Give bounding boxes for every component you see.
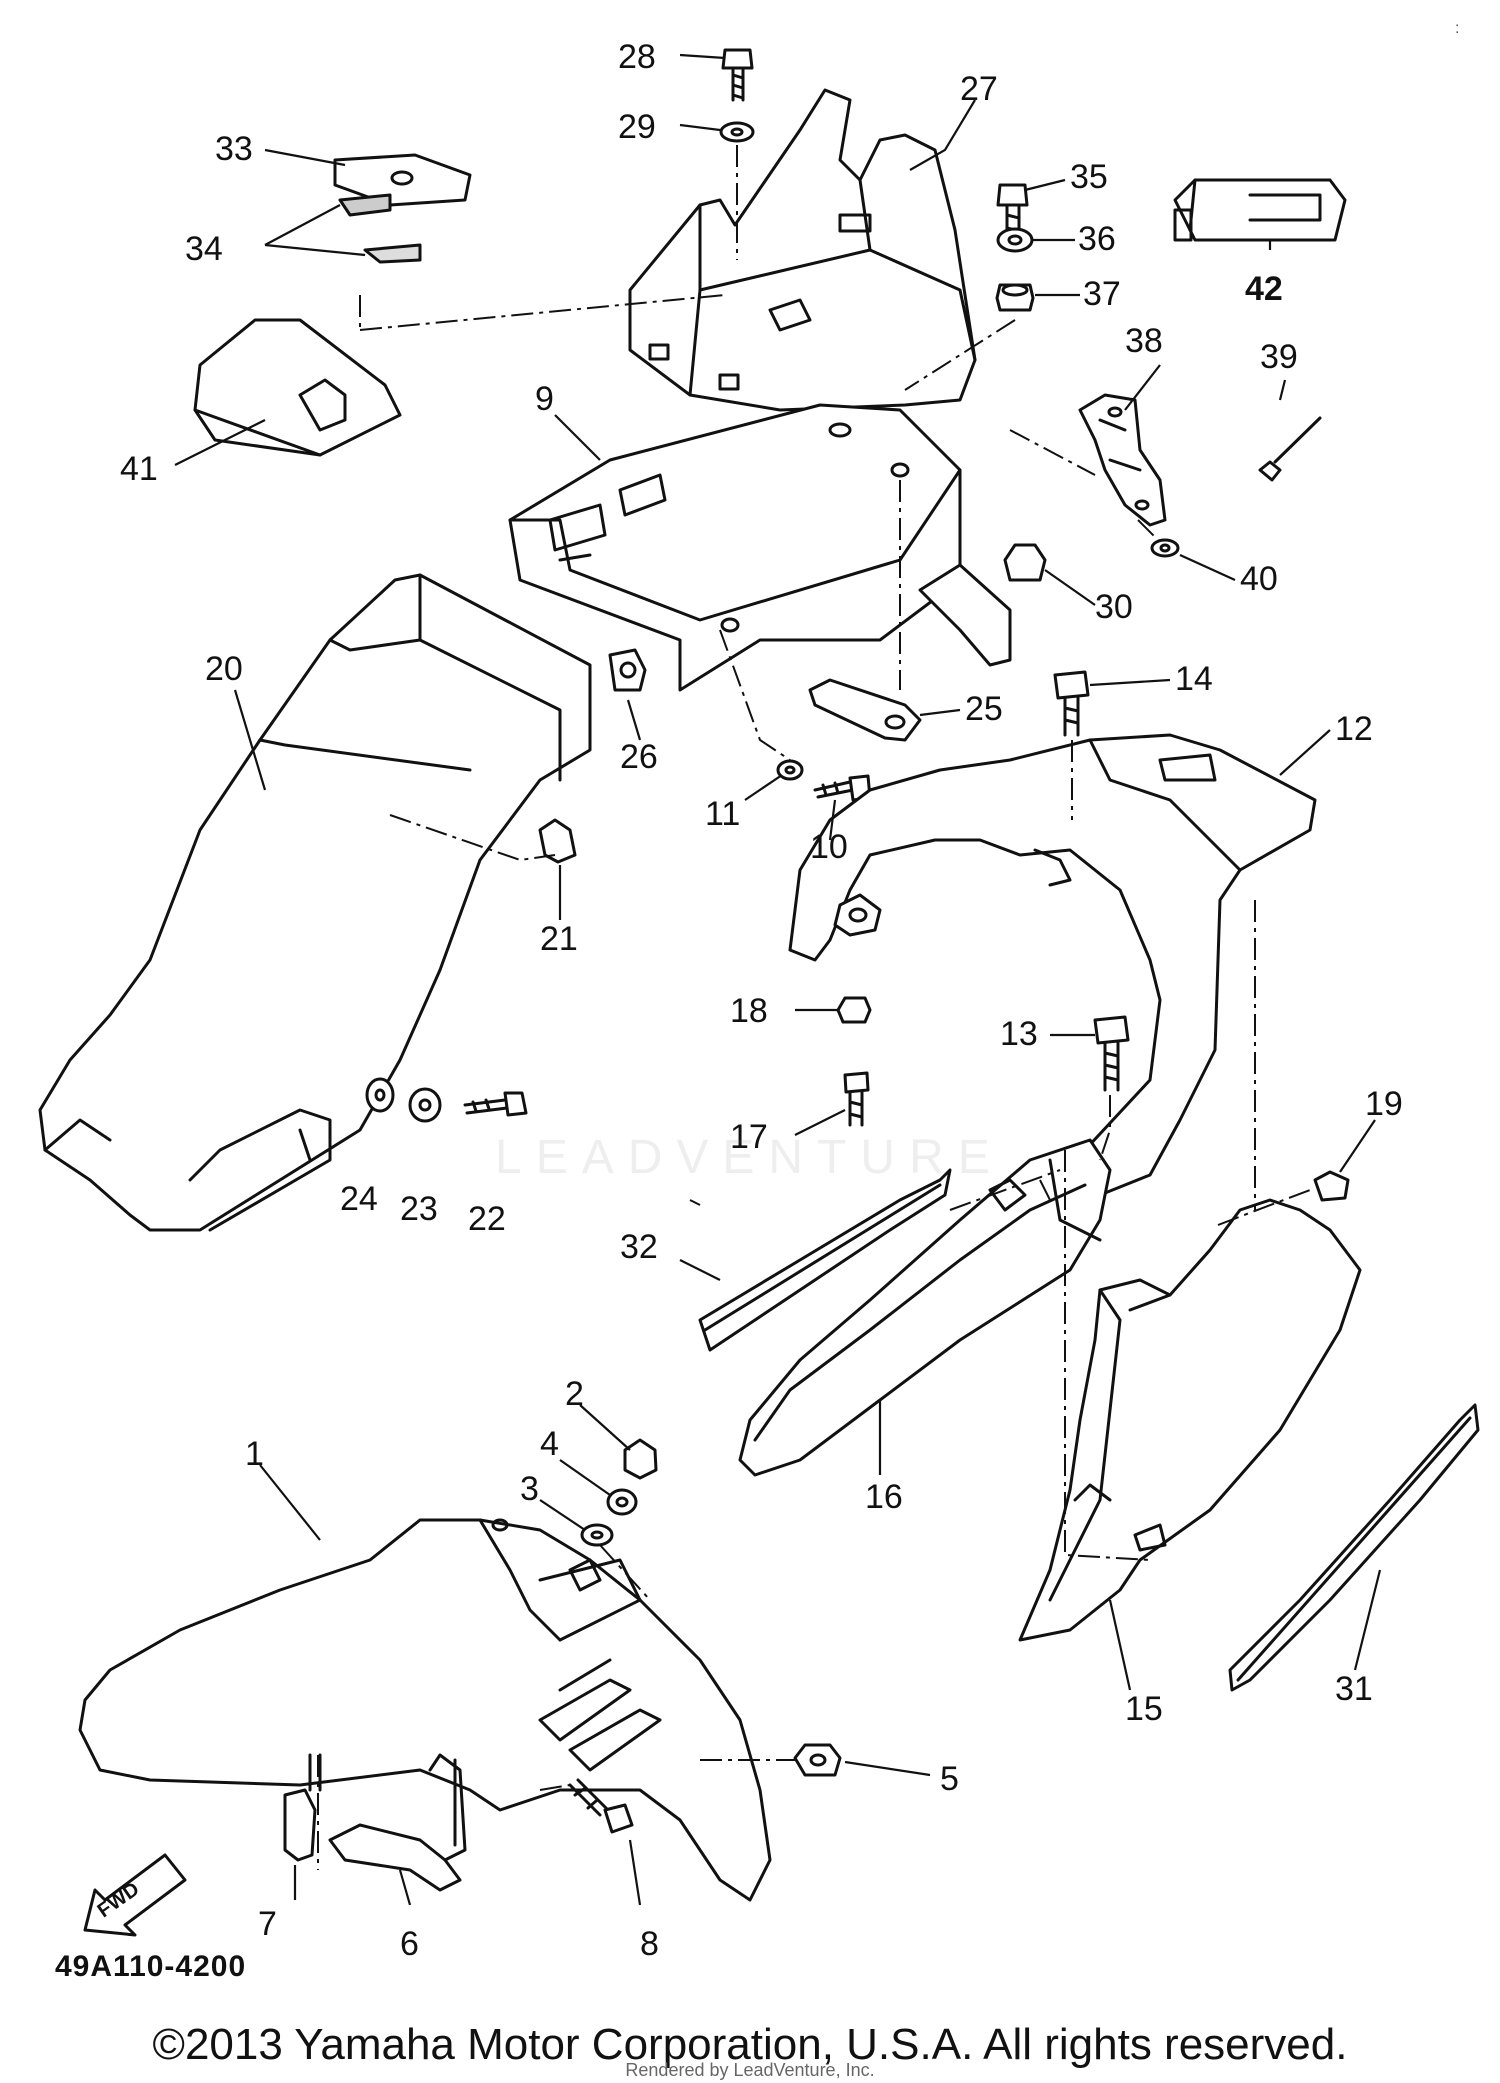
part-4-lockwasher[interactable] — [606, 1488, 638, 1516]
callout-10[interactable]: 10 — [810, 828, 848, 866]
callout-19[interactable]: 19 — [1365, 1085, 1403, 1123]
callout-9[interactable]: 9 — [535, 380, 554, 418]
callout-35[interactable]: 35 — [1070, 158, 1108, 196]
corner-mark: : — [1455, 20, 1460, 37]
callout-34[interactable]: 34 — [185, 230, 223, 268]
callout-18[interactable]: 18 — [730, 992, 768, 1030]
callout-42[interactable]: 42 — [1245, 270, 1283, 308]
callout-16[interactable]: 16 — [865, 1478, 903, 1516]
part-15-side-cover[interactable] — [1018, 1198, 1362, 1642]
watermark: LEADVENTURE — [495, 1131, 1004, 1184]
callout-39[interactable]: 39 — [1260, 338, 1298, 376]
callout-7[interactable]: 7 — [258, 1905, 277, 1943]
part-31-stripe[interactable] — [1228, 1403, 1480, 1692]
callout-25[interactable]: 25 — [965, 690, 1003, 728]
callout-33[interactable]: 33 — [215, 130, 253, 168]
callout-13[interactable]: 13 — [1000, 1015, 1038, 1053]
part-14-bolt[interactable] — [1053, 670, 1090, 737]
callout-20[interactable]: 20 — [205, 650, 243, 688]
part-35-bolt[interactable] — [996, 183, 1029, 247]
part-20-inner-fender[interactable] — [38, 573, 592, 1232]
fwd-arrow-icon: FWD — [83, 1853, 187, 1937]
part-2-nut[interactable] — [623, 1438, 658, 1480]
callout-22[interactable]: 22 — [468, 1200, 506, 1238]
part-5-grommet[interactable] — [793, 1743, 842, 1777]
callout-3[interactable]: 3 — [520, 1470, 539, 1508]
part-16-side-cover[interactable] — [738, 1138, 1112, 1477]
part-40-nut[interactable] — [1150, 538, 1180, 558]
callout-28[interactable]: 28 — [618, 38, 656, 76]
callout-leader-lines — [174, 53, 1382, 1906]
part-33-badge[interactable] — [333, 153, 472, 207]
assembly-dashed-lines — [317, 145, 1311, 1870]
diagram-code: 49A110-4200 — [55, 1950, 247, 1983]
part-9-seat-base[interactable] — [508, 403, 1012, 692]
part-8-bolt[interactable] — [568, 1778, 634, 1834]
callout-4[interactable]: 4 — [540, 1425, 559, 1463]
part-38-plate-bracket[interactable] — [1078, 393, 1167, 527]
part-21-clip[interactable] — [538, 818, 577, 864]
part-12-grab-bar[interactable] — [788, 733, 1317, 1197]
callout-1[interactable]: 1 — [245, 1435, 264, 1473]
part-34-tape[interactable] — [338, 193, 422, 264]
part-18-spacer[interactable] — [836, 996, 872, 1024]
callout-21[interactable]: 21 — [540, 920, 578, 958]
callout-14[interactable]: 14 — [1175, 660, 1213, 698]
callout-23[interactable]: 23 — [400, 1190, 438, 1228]
callout-2[interactable]: 2 — [565, 1375, 584, 1413]
part-30-cap[interactable] — [1003, 543, 1047, 582]
rendered-by-note: Rendered by LeadVenture, Inc. — [625, 2060, 875, 2080]
callout-26[interactable]: 26 — [620, 738, 658, 776]
part-24-washer[interactable] — [365, 1077, 395, 1113]
callout-30[interactable]: 30 — [1095, 588, 1133, 626]
part-29-washer[interactable] — [719, 121, 755, 143]
part-23-nut[interactable] — [408, 1087, 442, 1123]
callout-27[interactable]: 27 — [960, 70, 998, 108]
part-19-clip[interactable] — [1313, 1170, 1350, 1202]
part-3-washer[interactable] — [580, 1523, 614, 1547]
callout-32[interactable]: 32 — [620, 1228, 658, 1266]
copyright-notice: ©2013 Yamaha Motor Corporation, U.S.A. A… — [152, 2020, 1348, 2069]
callout-6[interactable]: 6 — [400, 1925, 419, 1963]
callout-5[interactable]: 5 — [940, 1760, 959, 1798]
part-17-screw[interactable] — [843, 1071, 870, 1127]
part-27-tray[interactable] — [628, 88, 977, 412]
callout-40[interactable]: 40 — [1240, 560, 1278, 598]
part-11-washer[interactable] — [776, 759, 804, 781]
part-25-plate[interactable] — [808, 678, 922, 742]
part-36-nut[interactable] — [996, 227, 1034, 253]
callout-8[interactable]: 8 — [640, 1925, 659, 1963]
part-6-bracket[interactable] — [328, 1753, 467, 1892]
part-28-bolt[interactable] — [721, 48, 754, 102]
callout-12[interactable]: 12 — [1335, 710, 1373, 748]
callout-38[interactable]: 38 — [1125, 322, 1163, 360]
callout-36[interactable]: 36 — [1078, 220, 1116, 258]
part-32-stripe[interactable] — [698, 1168, 952, 1352]
part-22-bolt[interactable] — [463, 1091, 528, 1117]
callout-37[interactable]: 37 — [1083, 275, 1121, 313]
callout-29[interactable]: 29 — [618, 108, 656, 146]
part-26-clip[interactable] — [608, 648, 647, 692]
callout-numbers: 28 29 27 33 34 35 36 37 42 38 39 40 30 4… — [120, 38, 1403, 1963]
callout-15[interactable]: 15 — [1125, 1690, 1163, 1728]
part-13-bolt[interactable] — [1093, 1015, 1130, 1092]
callout-11[interactable]: 11 — [705, 795, 740, 833]
part-7-bracket[interactable] — [283, 1753, 322, 1862]
part-41-pad[interactable] — [193, 318, 402, 457]
callout-17[interactable]: 17 — [730, 1118, 768, 1156]
callout-31[interactable]: 31 — [1335, 1670, 1373, 1708]
callout-41[interactable]: 41 — [120, 450, 158, 488]
part-39-wire-clip[interactable] — [1258, 416, 1322, 482]
part-1-front-fender[interactable] — [78, 1518, 772, 1902]
part-42-bracket[interactable] — [1173, 178, 1347, 242]
part-37-grommet[interactable] — [995, 283, 1035, 312]
callout-24[interactable]: 24 — [340, 1180, 378, 1218]
